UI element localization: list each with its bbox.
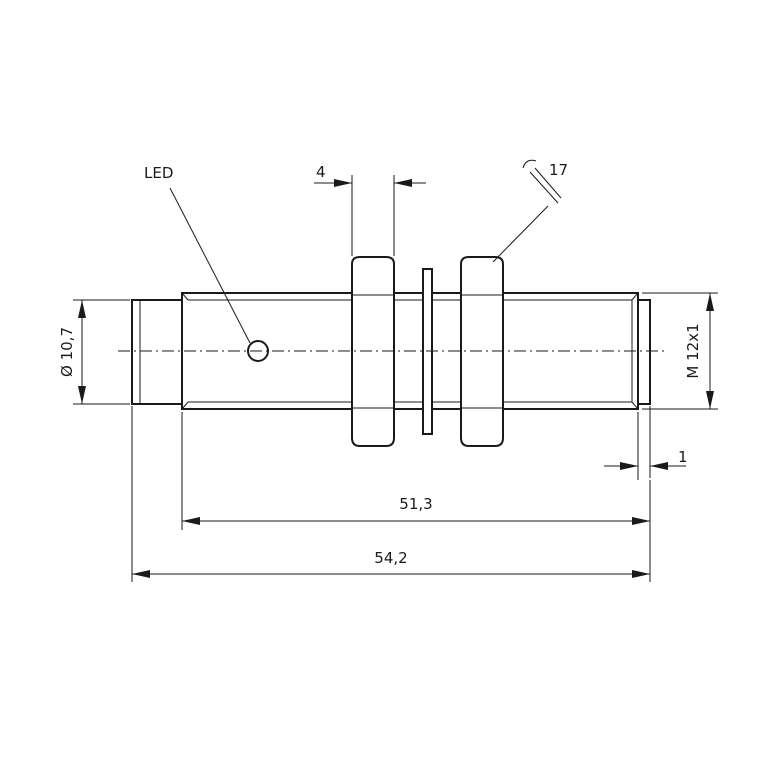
wrench-icon — [522, 159, 562, 204]
wrench-callout: 17 — [492, 159, 568, 263]
thread-dimension: M 12x1 — [642, 292, 718, 410]
sensor-cap — [131, 299, 183, 405]
hex-nut-left — [351, 256, 395, 447]
diameter-label: Ø 10,7 — [58, 327, 76, 377]
thread-length-dimension: 51,3 — [181, 412, 651, 582]
thread-length-label: 51,3 — [399, 495, 432, 513]
end-offset-dimension: 1 — [604, 406, 688, 480]
diameter-dimension: Ø 10,7 — [58, 299, 130, 405]
thread-label: M 12x1 — [684, 323, 702, 378]
sensor-end — [637, 299, 651, 405]
wrench-size-label: 17 — [549, 161, 568, 179]
end-offset-label: 1 — [678, 448, 688, 466]
total-length-label: 54,2 — [374, 549, 407, 567]
led-leader-line — [169, 187, 251, 344]
nut-width-dimension: 4 — [314, 163, 426, 256]
nut-width-label: 4 — [316, 163, 326, 181]
total-length-dimension: 54,2 — [131, 406, 650, 582]
led-label: LED — [144, 164, 173, 182]
